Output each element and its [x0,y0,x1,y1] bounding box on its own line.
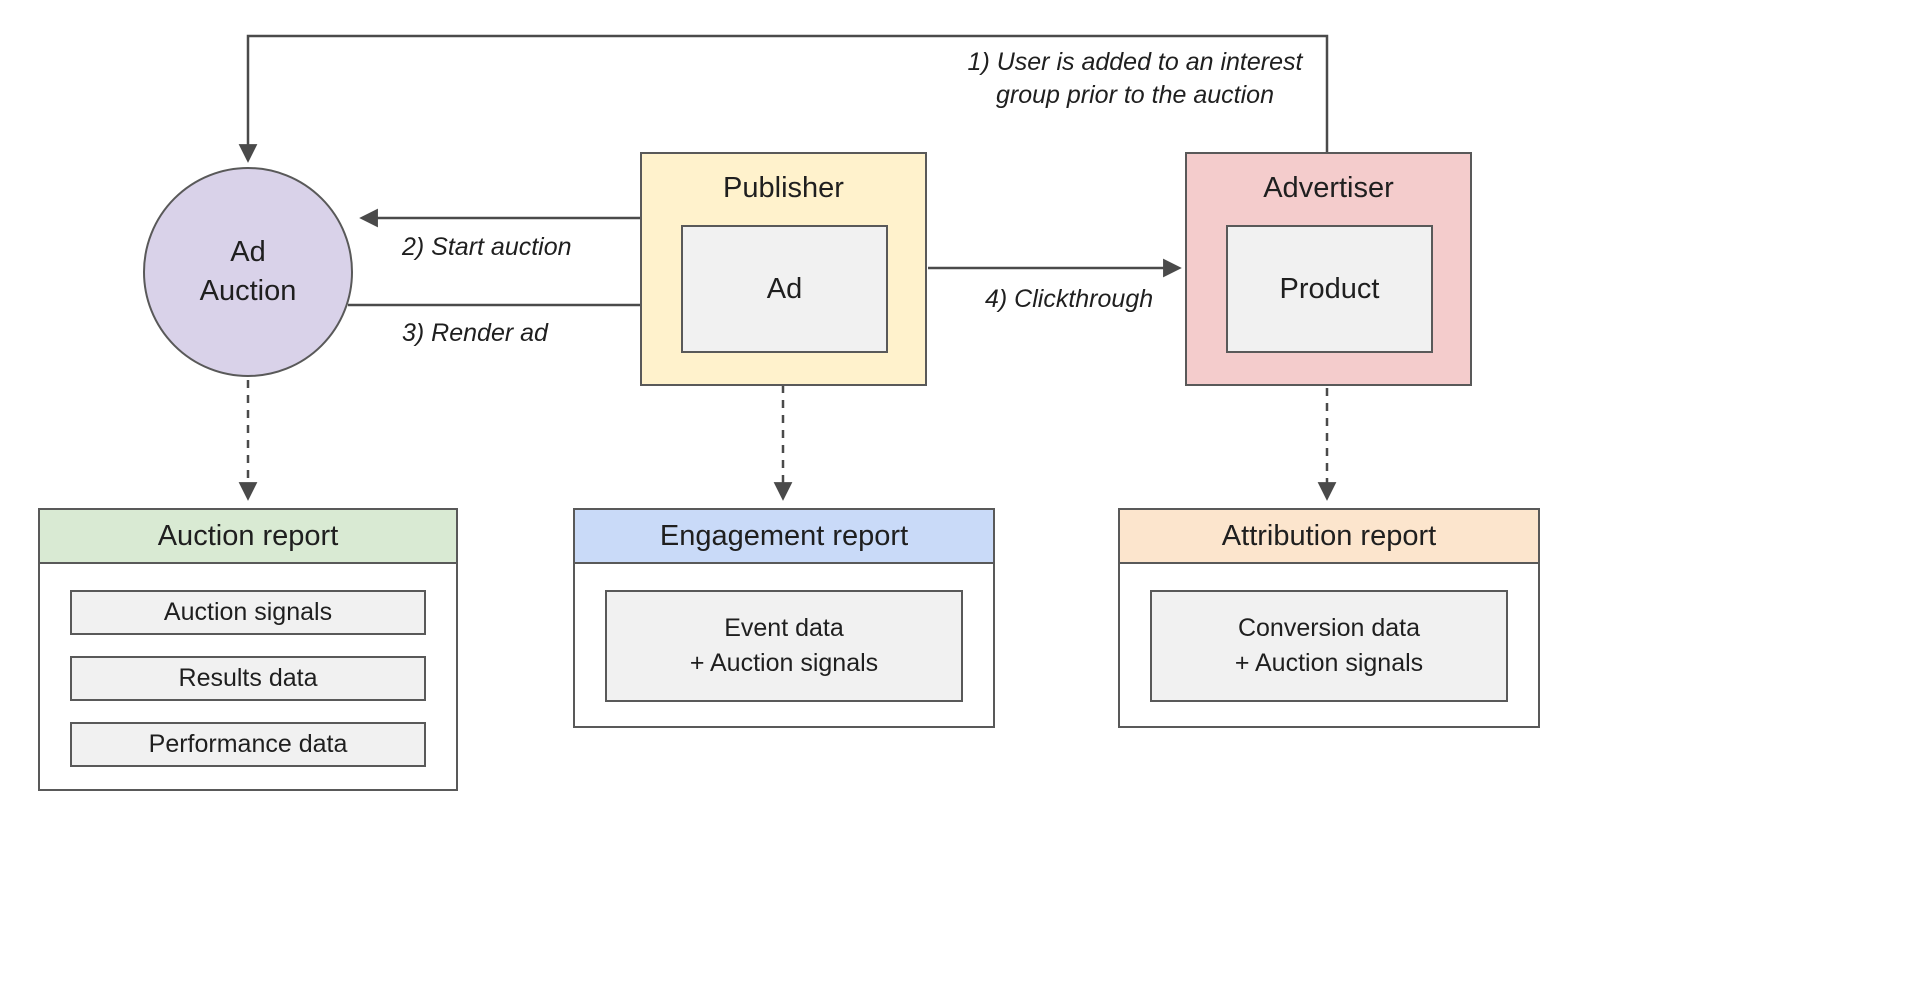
node-advertiser-product: Product [1226,225,1433,353]
annotation-step2: 2) Start auction [402,233,572,261]
report-item-results-data: Results data [70,656,426,701]
node-ad-auction: Ad Auction [143,167,353,377]
auction-report-title: Auction report [157,519,339,552]
attribution-report: Attribution report Conversion data + Auc… [1118,508,1540,728]
report-item-event-data: Event data + Auction signals [605,590,963,702]
auction-report-header: Auction report [40,510,456,564]
report-item-conversion-data: Conversion data + Auction signals [1150,590,1508,702]
annotation-step1: 1) User is added to an interest group pr… [967,48,1303,109]
node-publisher: Publisher Ad [640,152,927,386]
auction-report: Auction report Auction signals Results d… [38,508,458,791]
report-item-auction-signals: Auction signals [70,590,426,635]
attribution-report-header: Attribution report [1120,510,1538,564]
advertiser-product-label: Product [1279,272,1380,305]
attribution-report-body: Conversion data + Auction signals [1120,564,1538,702]
publisher-title: Publisher [723,172,844,204]
node-publisher-ad: Ad [681,225,888,353]
publisher-ad-label: Ad [766,272,803,305]
engagement-report-body: Event data + Auction signals [575,564,993,702]
auction-report-body: Auction signals Results data Performance… [40,564,456,767]
node-advertiser: Advertiser Product [1185,152,1472,386]
advertiser-title: Advertiser [1263,172,1394,204]
engagement-report-title: Engagement report [659,519,909,552]
annotation-step4: 4) Clickthrough [985,285,1154,313]
annotation-step3: 3) Render ad [402,319,548,347]
report-item-performance-data: Performance data [70,722,426,767]
engagement-report: Engagement report Event data + Auction s… [573,508,995,728]
engagement-report-header: Engagement report [575,510,993,564]
node-ad-auction-label: Ad Auction [199,235,297,307]
attribution-report-title: Attribution report [1221,519,1437,552]
